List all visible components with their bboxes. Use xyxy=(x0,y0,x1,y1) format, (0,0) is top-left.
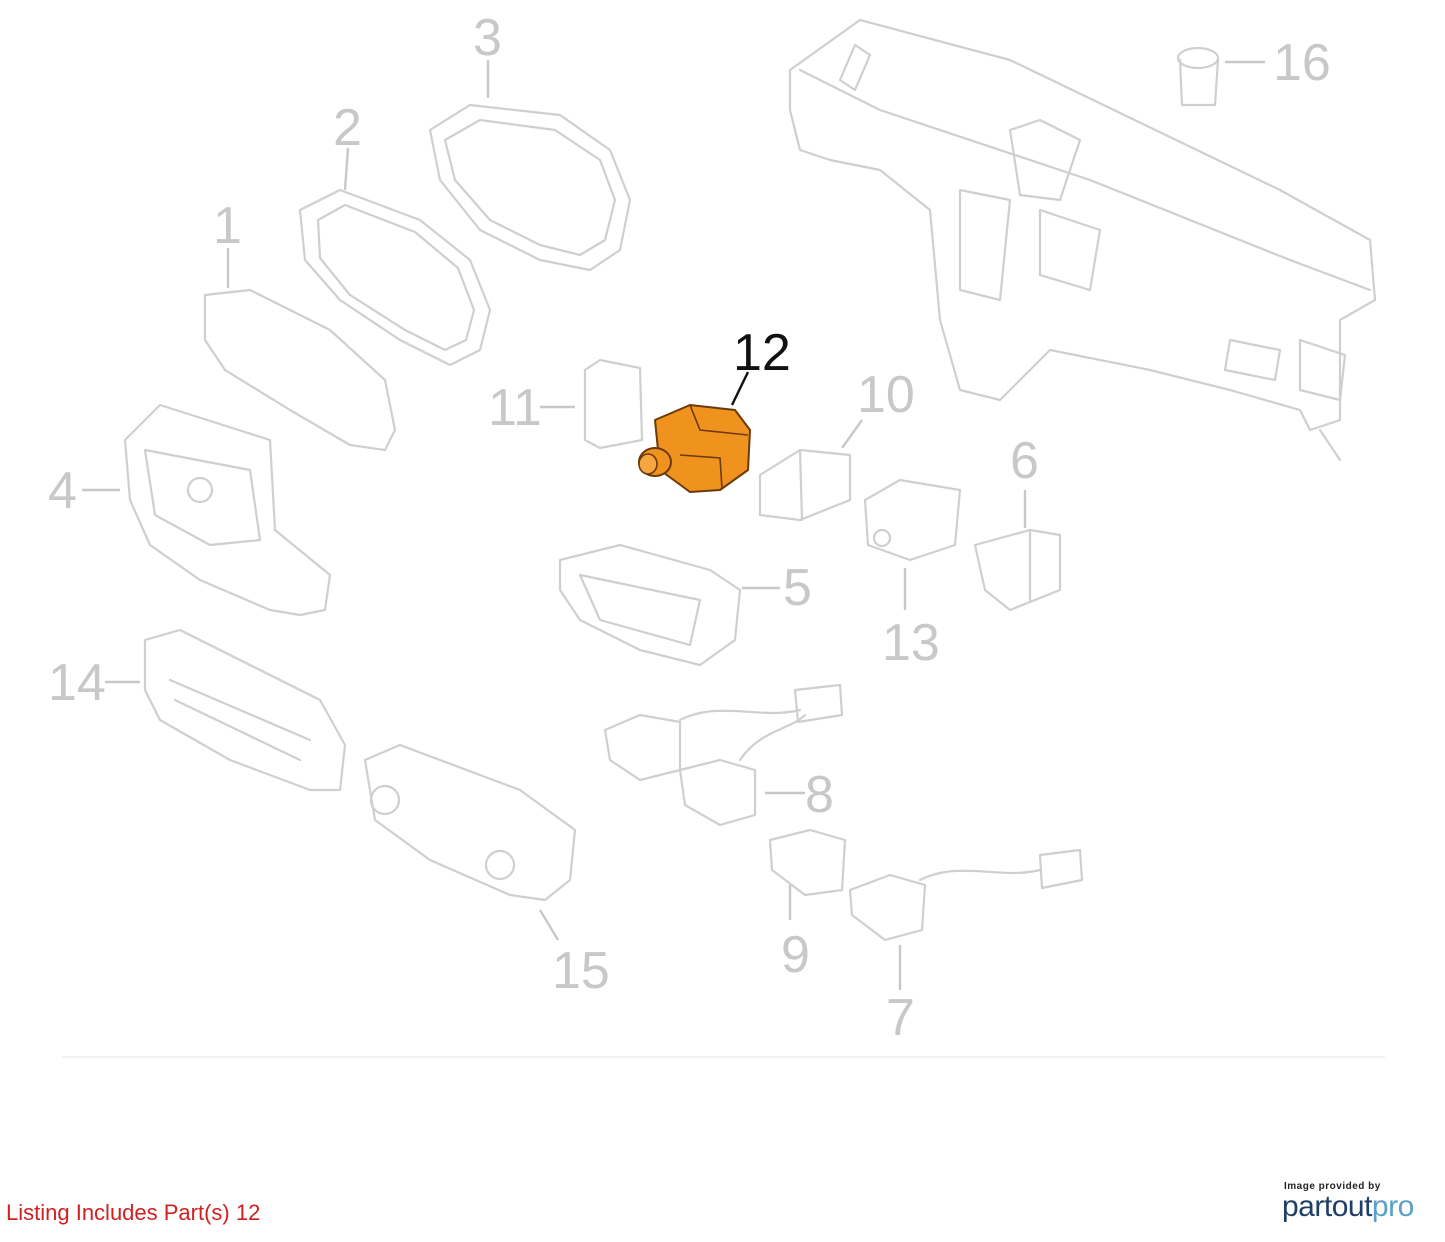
part-12-highlighted xyxy=(638,404,751,493)
part-3 xyxy=(428,103,632,272)
callout-9: 9 xyxy=(781,926,810,984)
callout-7: 7 xyxy=(886,989,915,1047)
callout-6: 6 xyxy=(1010,432,1039,490)
part-7 xyxy=(848,848,1084,942)
callout-11: 11 xyxy=(488,379,542,437)
provider-caption: Image provided by xyxy=(1284,1181,1381,1192)
callout-13: 13 xyxy=(882,614,940,672)
callout-5: 5 xyxy=(783,559,812,617)
callout-arrows xyxy=(82,60,1265,990)
part-10 xyxy=(758,448,852,522)
part-2 xyxy=(298,188,492,367)
brand-suffix: pro xyxy=(1371,1190,1414,1223)
callout-12: 12 xyxy=(733,324,791,382)
part-8 xyxy=(603,683,844,827)
callout-16: 16 xyxy=(1273,34,1331,92)
part-11 xyxy=(583,358,644,450)
callout-15: 15 xyxy=(552,942,610,1000)
part-1 xyxy=(203,288,397,452)
callout-4: 4 xyxy=(48,462,77,520)
listing-includes-text: Listing Includes Part(s) 12 xyxy=(6,1200,261,1225)
part-15 xyxy=(363,743,577,902)
dashboard-assembly xyxy=(788,18,1377,462)
callout-10: 10 xyxy=(857,366,915,424)
callout-2: 2 xyxy=(333,99,362,157)
callout-labels: 1 2 3 4 5 6 7 8 9 10 11 12 13 14 15 16 xyxy=(48,9,1331,1047)
callout-8: 8 xyxy=(805,766,834,824)
part-14 xyxy=(143,628,347,792)
part-9 xyxy=(768,828,847,897)
brand-part: partout xyxy=(1282,1190,1372,1223)
callout-1: 1 xyxy=(213,197,242,255)
part-16 xyxy=(1176,46,1220,107)
part-6 xyxy=(973,528,1062,612)
part-5 xyxy=(558,543,742,667)
partoutpro-logo: partoutpro xyxy=(1282,1190,1414,1224)
callout-14: 14 xyxy=(48,654,106,712)
part-13 xyxy=(863,478,962,562)
part-4 xyxy=(123,403,332,617)
callout-3: 3 xyxy=(473,9,502,67)
